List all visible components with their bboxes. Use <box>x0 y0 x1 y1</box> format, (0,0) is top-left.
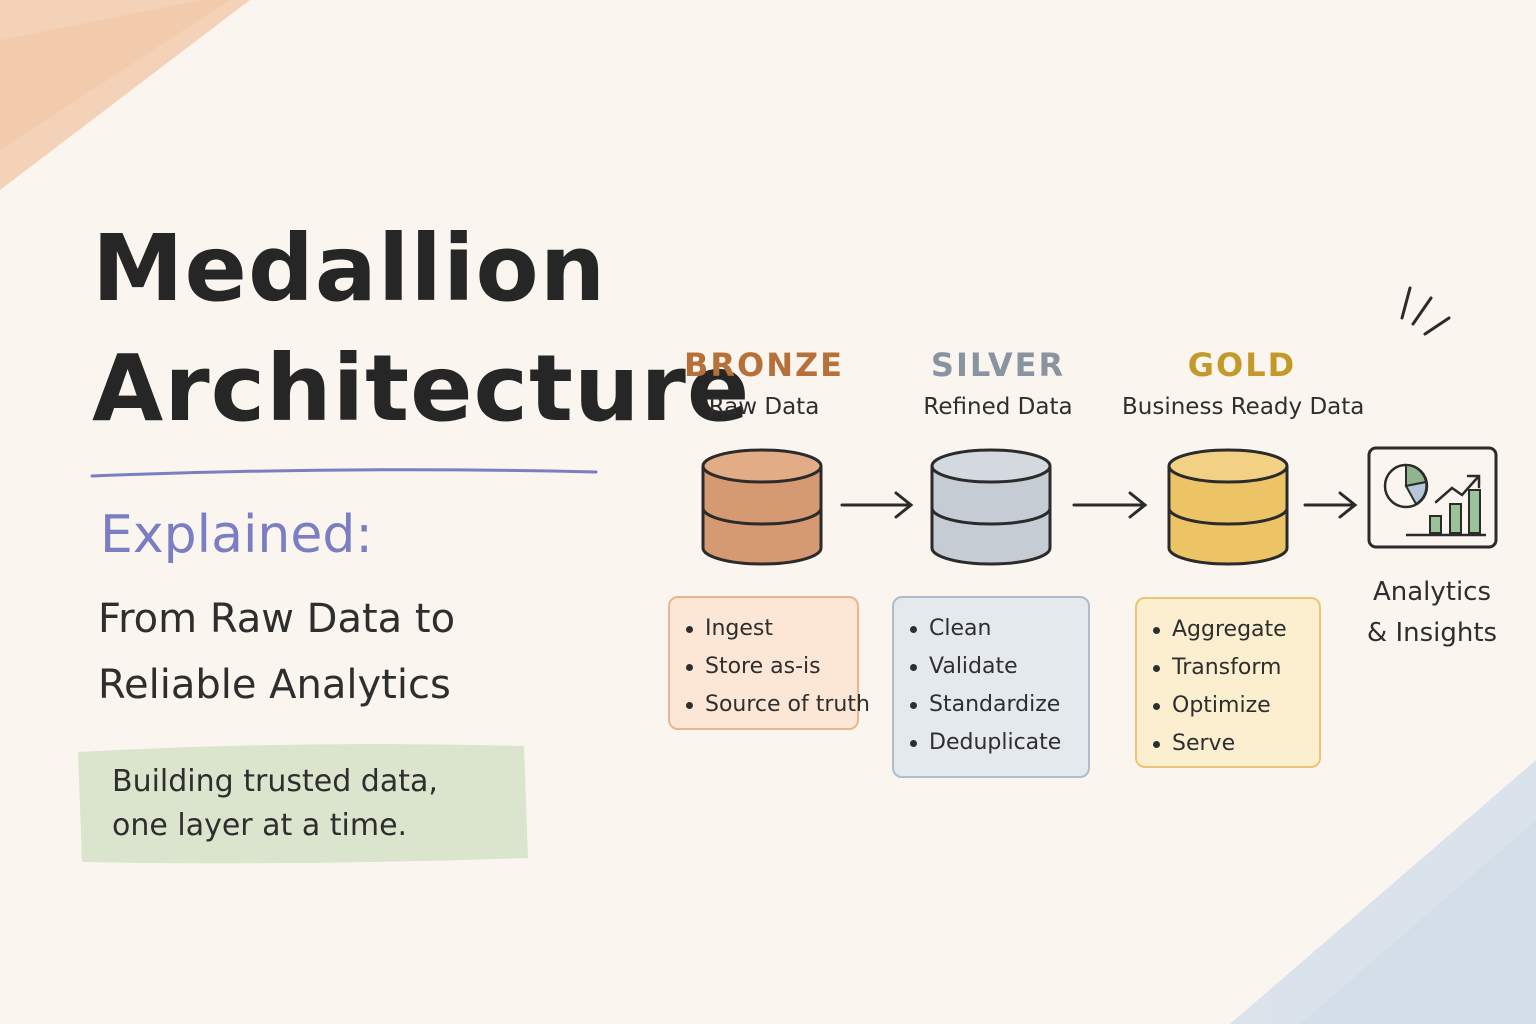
bullet-icon <box>910 739 917 747</box>
database-cylinder-icon-gold <box>1167 448 1289 566</box>
tier-subtitle-gold: Business Ready Data <box>1122 394 1365 420</box>
list-item: Serve <box>1153 725 1303 763</box>
list-item: Transform <box>1153 649 1303 687</box>
database-cylinder-icon-bronze <box>701 448 823 566</box>
peach-brush-stroke <box>0 0 250 190</box>
title-line-1: Medallion <box>92 215 607 322</box>
analytics-label-line-2: & Insights <box>1366 618 1498 648</box>
list-item: Deduplicate <box>910 724 1072 762</box>
title-underline <box>90 468 598 478</box>
tier-name-bronze: BRONZE <box>683 346 845 384</box>
bronze-card: Ingest Store as-is Source of truth <box>668 596 870 730</box>
list-item: Clean <box>910 610 1072 648</box>
sparkle-lines-icon <box>1400 286 1451 336</box>
bullet-icon <box>910 663 917 671</box>
right-arrow-icon-3 <box>1303 491 1358 519</box>
list-item: Source of truth <box>686 686 870 724</box>
bullet-icon <box>910 701 917 709</box>
list-item: Aggregate <box>1153 611 1303 649</box>
bullet-icon <box>1153 626 1160 634</box>
tier-name-gold: GOLD <box>1187 346 1297 384</box>
tier-name-silver: SILVER <box>930 346 1066 384</box>
list-item: Optimize <box>1153 687 1303 725</box>
tier-subtitle-bronze: Raw Data <box>708 394 820 420</box>
blue-brush-stroke <box>1230 760 1536 1024</box>
right-arrow-icon-2 <box>1072 491 1148 519</box>
list-item: Store as-is <box>686 648 841 686</box>
tier-subtitle-silver: Refined Data <box>923 394 1073 420</box>
bullet-icon <box>1153 664 1160 672</box>
analytics-label-line-1: Analytics <box>1372 577 1492 607</box>
tagline-highlight <box>78 744 528 864</box>
tagline-line-2: one layer at a time. <box>112 808 408 843</box>
list-item: Ingest <box>686 610 841 648</box>
bullet-icon <box>686 625 693 633</box>
list-item: Standardize <box>910 686 1072 724</box>
bullet-icon <box>686 663 693 671</box>
subtitle-line-2: Reliable Analytics <box>98 662 451 708</box>
explained-label: Explained: <box>100 505 373 565</box>
gold-card: Aggregate Transform Optimize Serve <box>1135 597 1321 768</box>
tagline-line-1: Building trusted data, <box>112 764 438 799</box>
bullet-icon <box>686 701 693 709</box>
silver-card: Clean Validate Standardize Deduplicate <box>892 596 1090 778</box>
analytics-dashboard-icon <box>1367 446 1498 549</box>
right-arrow-icon-1 <box>840 491 914 519</box>
list-item: Validate <box>910 648 1072 686</box>
bullet-icon <box>1153 702 1160 710</box>
database-cylinder-icon-silver <box>930 448 1052 566</box>
subtitle-line-1: From Raw Data to <box>98 596 456 642</box>
title-line-2: Architecture <box>92 335 751 442</box>
bullet-icon <box>910 625 917 633</box>
bullet-icon <box>1153 740 1160 748</box>
